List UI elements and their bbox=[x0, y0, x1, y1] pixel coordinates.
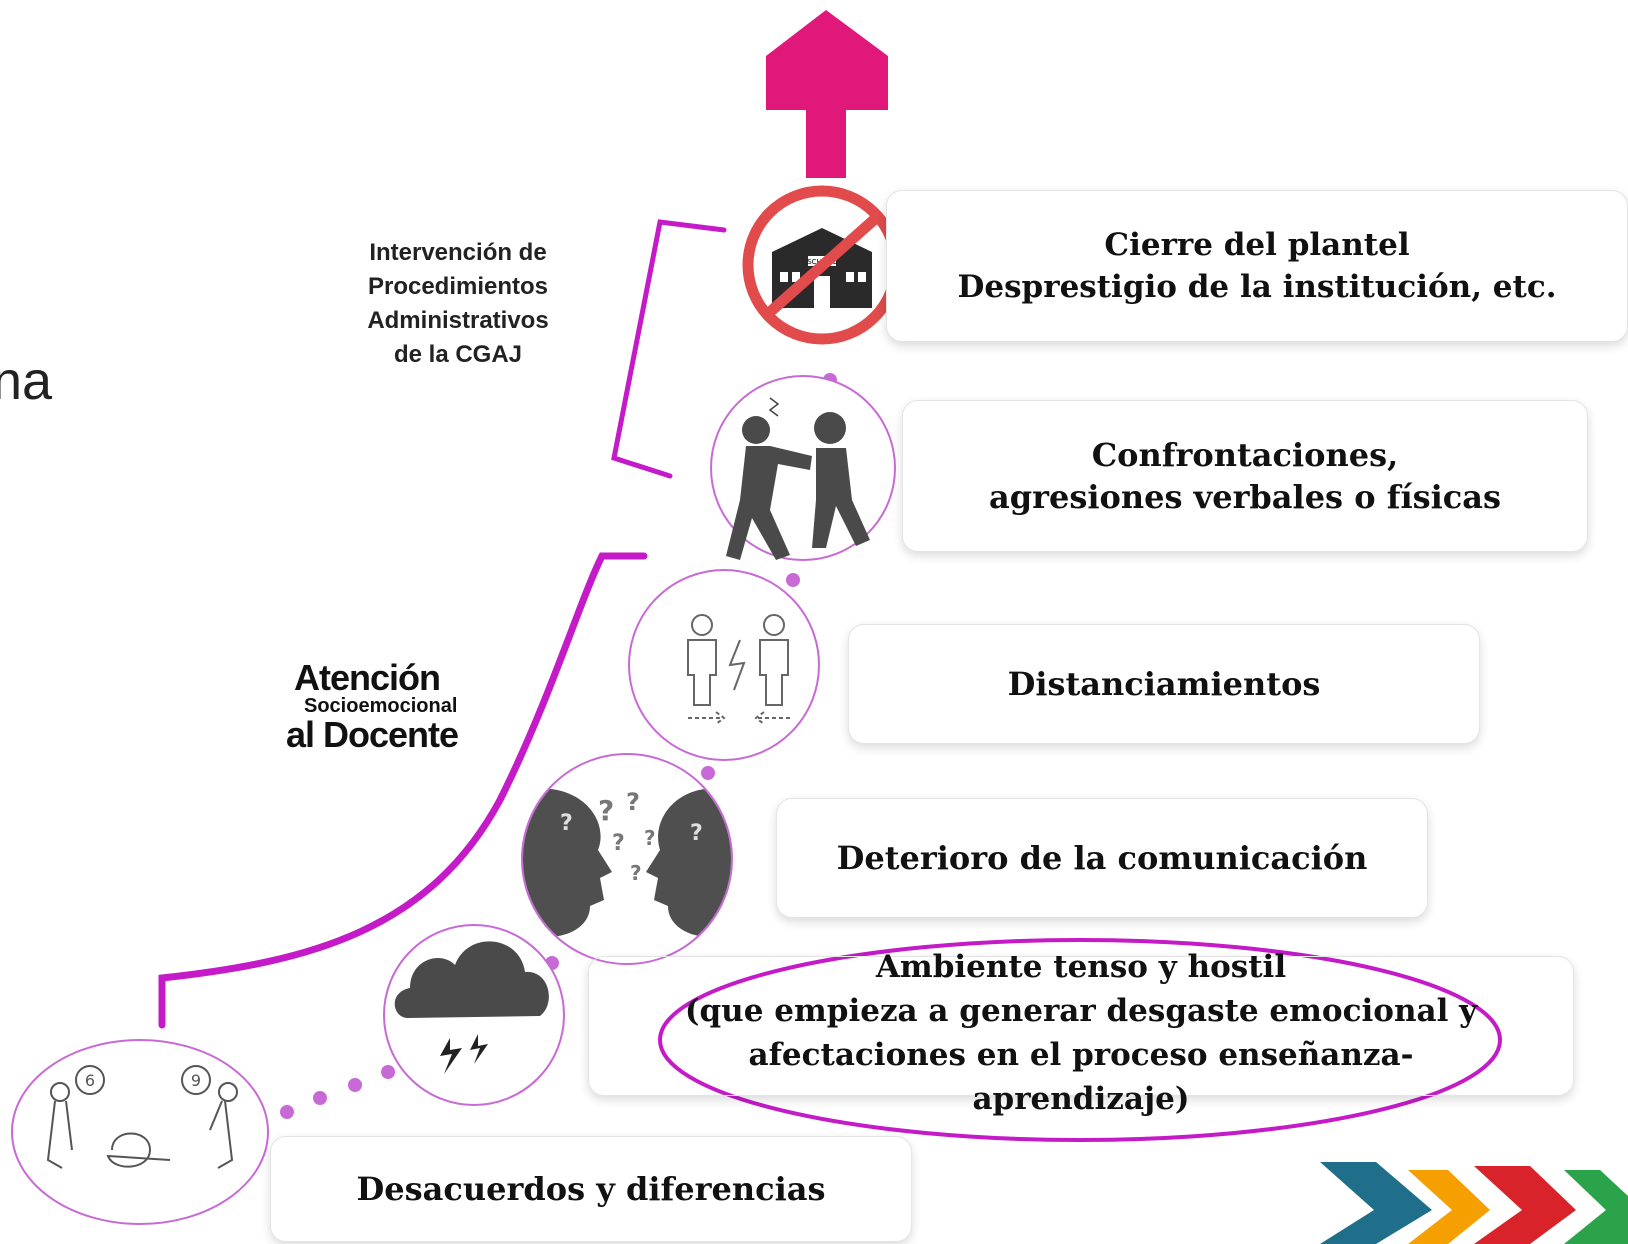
people-distancing-icon bbox=[628, 569, 820, 761]
level-box-deterioro: Deterioro de la comunicación bbox=[776, 798, 1428, 918]
level-text: Deterioro de la comunicación bbox=[836, 839, 1368, 877]
svg-text:?: ? bbox=[612, 831, 625, 856]
upward-arrow bbox=[766, 10, 888, 178]
level-box-desacuerdos: Desacuerdos y diferencias bbox=[270, 1136, 912, 1242]
level-box-ambiente: Ambiente tenso y hostil (que empieza a g… bbox=[588, 949, 1574, 1117]
svg-text:?: ? bbox=[690, 821, 703, 846]
intervention-line: de la CGAJ bbox=[393, 341, 523, 368]
level-text: Desprestigio de la institución, etc. bbox=[957, 269, 1557, 305]
level-text: Confrontaciones, bbox=[1091, 436, 1399, 474]
intervention-line: Administrativos bbox=[367, 307, 549, 334]
svg-text:?: ? bbox=[630, 861, 642, 885]
brand-chevrons-icon bbox=[1320, 1162, 1628, 1244]
school-closed-icon: SCHOOL bbox=[742, 185, 902, 345]
svg-text:9: 9 bbox=[191, 1071, 201, 1090]
highlight-ellipse bbox=[658, 938, 1502, 1142]
level-text: Distanciamientos bbox=[1007, 665, 1321, 703]
level-text: agresiones verbales o físicas bbox=[988, 478, 1502, 516]
attention-label: Atención Socioemocional al Docente bbox=[286, 657, 459, 754]
level-text: Desacuerdos y diferencias bbox=[356, 1170, 826, 1208]
intervention-line: Procedimientos bbox=[367, 273, 549, 300]
intervention-bracket bbox=[611, 219, 727, 479]
attention-line-2: Socioemocional bbox=[304, 695, 458, 717]
level-text: aprendizaje) bbox=[972, 1081, 1190, 1117]
level-box-cierre: Cierre del plantel Desprestigio de la in… bbox=[886, 190, 1628, 342]
level-text: Cierre del plantel bbox=[1104, 227, 1410, 263]
attention-curve bbox=[158, 552, 648, 1029]
level-text: Ambiente tenso y hostil bbox=[875, 949, 1287, 985]
level-text: (que empieza a generar desgaste emociona… bbox=[684, 993, 1478, 1029]
attention-line-1: Atención bbox=[294, 657, 441, 698]
fighting-people-icon bbox=[710, 375, 896, 561]
svg-text:?: ? bbox=[626, 788, 640, 816]
svg-text:?: ? bbox=[560, 811, 573, 836]
partial-title: na bbox=[0, 351, 53, 411]
level-text: afectaciones en el proceso enseñanza- bbox=[748, 1037, 1414, 1073]
disagreement-icon: 6 9 bbox=[11, 1039, 269, 1225]
attention-line-3: al Docente bbox=[286, 714, 459, 755]
svg-text:?: ? bbox=[598, 794, 614, 827]
level-box-distanciamientos: Distanciamientos bbox=[848, 624, 1480, 744]
confused-heads-icon: ?? ?? ?? ? bbox=[521, 753, 733, 965]
intervention-label: Intervención de Procedimientos Administr… bbox=[340, 236, 576, 372]
svg-text:6: 6 bbox=[85, 1071, 95, 1090]
svg-text:?: ? bbox=[644, 826, 656, 850]
storm-cloud-icon bbox=[383, 924, 565, 1106]
level-box-confrontaciones: Confrontaciones, agresiones verbales o f… bbox=[902, 400, 1588, 552]
intervention-line: Intervención de bbox=[369, 239, 547, 266]
